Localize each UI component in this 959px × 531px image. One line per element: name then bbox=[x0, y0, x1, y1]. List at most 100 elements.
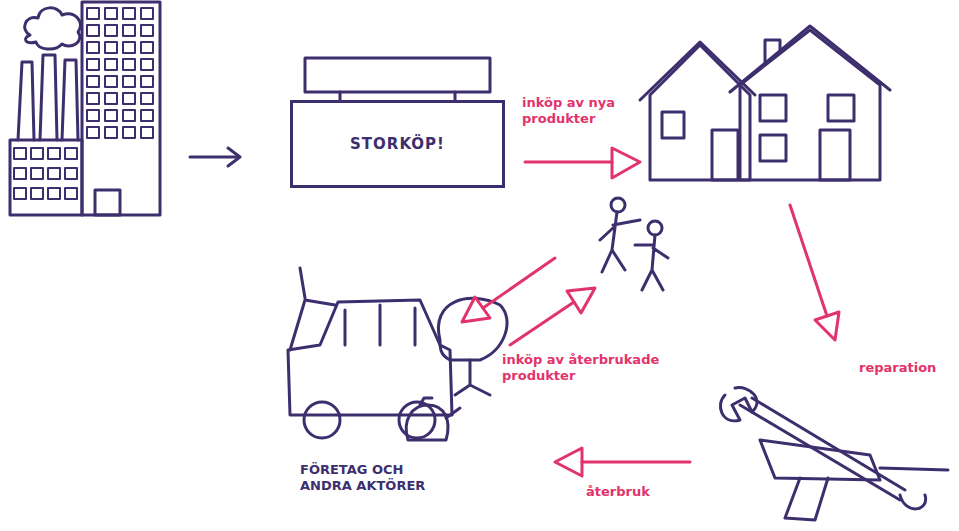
houses-drawing-part bbox=[662, 112, 684, 138]
factory-drawing-part bbox=[25, 8, 81, 49]
factory-drawing-part bbox=[87, 127, 99, 138]
factory-drawing-part bbox=[48, 188, 60, 199]
flow-label-text: återbruk bbox=[586, 484, 650, 499]
reuse-drawing-part bbox=[345, 305, 415, 345]
factory-drawing-part bbox=[123, 59, 135, 70]
factory-drawing-part bbox=[87, 93, 99, 104]
flow-label-text: inköp av återbrukade produkter bbox=[502, 352, 659, 383]
factory-drawing-part bbox=[65, 148, 77, 159]
factory-drawing-part bbox=[123, 110, 135, 121]
factory-drawing-part bbox=[87, 59, 99, 70]
reuse-drawing-part bbox=[406, 405, 448, 440]
reuse-drawing-part bbox=[290, 300, 335, 350]
store-box: STORKÖP! bbox=[290, 100, 505, 188]
houses-drawing bbox=[640, 26, 890, 180]
factory-drawing-part bbox=[40, 55, 57, 140]
people-drawing-part bbox=[611, 198, 625, 212]
factory-drawing-part bbox=[87, 8, 99, 19]
arrow-reuse bbox=[555, 448, 690, 476]
houses-drawing-part bbox=[828, 95, 854, 121]
factory-drawing-part bbox=[10, 140, 82, 215]
tools-drawing-part bbox=[900, 495, 926, 509]
factory-drawing-part bbox=[141, 76, 153, 87]
group-label: FÖRETAG OCH ANDRA AKTÖRER bbox=[300, 462, 450, 494]
houses-drawing-part bbox=[730, 26, 890, 92]
people-drawing-part bbox=[600, 212, 640, 272]
factory-drawing-part bbox=[141, 127, 153, 138]
group-label-text: FÖRETAG OCH ANDRA AKTÖRER bbox=[300, 462, 425, 493]
people-drawing-part bbox=[648, 221, 662, 235]
flow-arrow bbox=[190, 148, 240, 166]
arrow-new-purchase-part bbox=[612, 148, 640, 178]
factory-drawing-part bbox=[141, 93, 153, 104]
arrow-reused-purchase-part bbox=[483, 258, 555, 308]
flow-arrow-part bbox=[190, 156, 238, 159]
factory-drawing-part bbox=[18, 62, 34, 140]
factory-drawing-part bbox=[95, 190, 120, 215]
factory-drawing-part bbox=[65, 188, 77, 199]
factory-drawing-part bbox=[87, 25, 99, 36]
factory-drawing-part bbox=[105, 127, 117, 138]
factory-drawing-part bbox=[105, 76, 117, 87]
arrow-repair-part bbox=[815, 312, 839, 340]
factory-drawing-part bbox=[48, 168, 60, 179]
people-drawing-part bbox=[635, 235, 668, 290]
arrow-reused-purchase-part bbox=[462, 297, 490, 322]
arrow-new-purchase bbox=[525, 148, 640, 178]
factory-drawing bbox=[10, 2, 160, 215]
houses-drawing-part bbox=[760, 135, 786, 161]
tools-drawing-part bbox=[740, 405, 900, 500]
factory-drawing-part bbox=[105, 8, 117, 19]
factory-drawing-part bbox=[87, 76, 99, 87]
tools-drawing bbox=[720, 388, 948, 520]
factory-drawing-part bbox=[105, 42, 117, 53]
store-name: STORKÖP! bbox=[350, 135, 445, 153]
people-drawing bbox=[600, 198, 668, 290]
arrow-repair bbox=[790, 205, 839, 340]
factory-drawing-part bbox=[105, 59, 117, 70]
houses-drawing-part bbox=[640, 42, 755, 100]
arrow-reused-purchase-part bbox=[567, 288, 595, 313]
factory-drawing-part bbox=[31, 168, 43, 179]
tools-drawing-part bbox=[785, 478, 828, 520]
arrow-reuse-part bbox=[582, 461, 690, 464]
flow-label: återbruk bbox=[586, 484, 686, 500]
arrow-new-purchase-part bbox=[525, 161, 612, 164]
houses-drawing-part bbox=[760, 95, 786, 121]
flow-label: inköp av nya produkter bbox=[522, 95, 652, 127]
reuse-drawing-part bbox=[300, 268, 305, 298]
factory-drawing-part bbox=[141, 59, 153, 70]
flow-arrow-part bbox=[228, 148, 240, 166]
factory-drawing-part bbox=[105, 93, 117, 104]
arrow-repair-part bbox=[790, 205, 827, 316]
tools-drawing-part bbox=[760, 440, 880, 480]
factory-drawing-part bbox=[87, 42, 99, 53]
houses-drawing-part bbox=[712, 130, 738, 180]
factory-drawing-part bbox=[123, 8, 135, 19]
houses-drawing-part bbox=[820, 130, 850, 180]
factory-drawing-part bbox=[14, 168, 26, 179]
houses-drawing-part bbox=[765, 40, 780, 62]
arrow-reuse-part bbox=[555, 448, 582, 476]
reuse-drawing-part bbox=[438, 298, 507, 360]
store-sign bbox=[305, 58, 490, 100]
factory-drawing-part bbox=[62, 60, 78, 140]
factory-drawing-part bbox=[141, 110, 153, 121]
store-sign-part bbox=[340, 92, 455, 100]
factory-drawing-part bbox=[141, 8, 153, 19]
factory-drawing-part bbox=[123, 127, 135, 138]
factory-drawing-part bbox=[123, 25, 135, 36]
factory-drawing-part bbox=[82, 2, 160, 215]
arrow-reused-purchase bbox=[462, 258, 595, 345]
factory-drawing-part bbox=[105, 110, 117, 121]
factory-drawing-part bbox=[141, 42, 153, 53]
flow-label: inköp av återbrukade produkter bbox=[502, 352, 682, 384]
houses-drawing-part bbox=[650, 45, 750, 180]
factory-drawing-part bbox=[31, 188, 43, 199]
flow-label-text: reparation bbox=[859, 360, 936, 375]
reuse-drawing-part bbox=[455, 360, 490, 395]
factory-drawing-part bbox=[14, 188, 26, 199]
tools-drawing-part bbox=[720, 388, 757, 421]
